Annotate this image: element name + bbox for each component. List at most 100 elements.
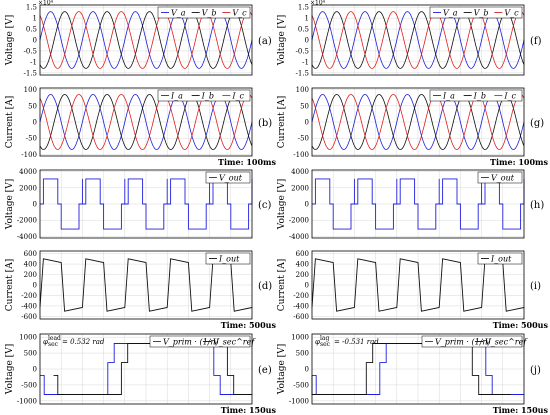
y-tick-label: -1	[302, 58, 309, 66]
y-tick-label: 0.5	[298, 26, 309, 34]
phase-symbol: φ	[43, 338, 48, 346]
series-line-primary	[312, 343, 524, 395]
y-tick-label: 1000	[19, 334, 37, 342]
legend-box	[205, 252, 251, 265]
phase-superscript: lead	[48, 335, 61, 342]
y-tick-label: 2000	[19, 184, 37, 192]
legend-box	[477, 171, 523, 184]
y-tick-label: -500	[293, 381, 309, 389]
y-tick-label: 50	[300, 102, 309, 110]
panel-tag: (c)	[258, 200, 272, 211]
legend-entry: I_a	[170, 92, 183, 101]
y-tick-label: 1.5	[298, 4, 309, 12]
series-line-Ib	[311, 94, 525, 150]
legend-entry: I_c	[503, 92, 516, 101]
y-tick-label: 4000	[291, 168, 309, 176]
panel-tag: (b)	[258, 118, 272, 129]
legend-entry: V_b	[202, 9, 217, 18]
legend-entry: I_b	[473, 92, 486, 101]
legend-entry: V_sec^ref	[213, 338, 256, 347]
y-tick-label: -600	[21, 313, 37, 321]
panel-tag: (j)	[530, 365, 541, 376]
y-axis-label: Current [A]	[277, 96, 287, 148]
y-tick-label: 0.5	[26, 26, 37, 34]
panel-tag: (g)	[530, 118, 544, 129]
y-tick-label: -1.5	[296, 69, 310, 77]
phase-superscript: lag	[320, 335, 329, 342]
y-axis-label: Voltage [V]	[5, 179, 15, 230]
y-tick-label: 0	[305, 201, 309, 209]
legend-entry: I_b	[201, 92, 214, 101]
y-tick-label: 1.5	[26, 4, 37, 12]
panel-tag: (a)	[258, 36, 272, 47]
legend-box	[157, 89, 251, 102]
y-tick-label: 1	[305, 15, 309, 23]
y-tick-label: -600	[293, 313, 309, 321]
series-line-Vout	[312, 178, 525, 230]
panel-tag: (f)	[530, 36, 542, 47]
plot-frame	[39, 87, 253, 157]
legend-entry: V_out	[219, 174, 243, 183]
series-line-secondary-ref	[311, 343, 511, 395]
y-tick-label: -0.5	[24, 47, 38, 55]
plot-frame	[39, 169, 253, 239]
panel-tag: (i)	[530, 281, 541, 292]
plot-frame	[311, 4, 525, 76]
y-axis-label: Voltage [V]	[5, 344, 15, 395]
y-tick-label: -400	[21, 302, 37, 310]
panel-tag: (h)	[530, 200, 544, 211]
y-tick-label: 200	[296, 271, 309, 279]
plot-frame	[311, 333, 525, 405]
plot-frame	[39, 4, 253, 76]
y-tick-label: 4000	[19, 168, 37, 176]
y-axis-label: Current [A]	[5, 259, 15, 311]
y-tick-label: 1000	[291, 334, 309, 342]
series-line-Vb	[311, 11, 525, 69]
time-scale-label: Time: 500us	[493, 320, 549, 330]
y-tick-label: -100	[293, 151, 309, 159]
y-axis-label: Voltage [V]	[277, 15, 287, 66]
plot-frame	[311, 169, 525, 239]
legend-box	[149, 335, 251, 348]
panel-tag: (d)	[258, 281, 272, 292]
axis-exponent: ×10⁴	[310, 0, 326, 7]
series-line-Vc	[311, 11, 525, 69]
series-line-Vout	[40, 178, 253, 230]
plot-frame	[311, 87, 525, 157]
series-line-Iout	[39, 258, 253, 312]
series-line-Ic	[39, 94, 253, 150]
time-scale-label: Time: 100ms	[490, 157, 548, 167]
y-tick-label: -2000	[289, 217, 309, 225]
y-tick-label: 50	[28, 102, 37, 110]
y-tick-label: 200	[24, 271, 37, 279]
legend-entry: V_prim · (1/n)	[163, 338, 219, 347]
series-line-Ic	[311, 94, 525, 150]
series-line-Vb	[39, 11, 253, 69]
y-tick-label: 0	[305, 282, 309, 290]
phase-value: = -0.531 rad	[334, 338, 379, 346]
phase-subscript: sec	[320, 341, 331, 348]
y-tick-label: 0	[305, 366, 309, 374]
legend-entry: V_c	[504, 9, 519, 18]
panel-tag: (e)	[258, 365, 272, 376]
legend-box	[205, 171, 251, 184]
legend-entry: I_out	[218, 255, 240, 264]
y-tick-label: -100	[21, 151, 37, 159]
legend-entry: I_c	[231, 92, 244, 101]
series-line-Vc	[39, 11, 253, 69]
y-tick-label: 0	[33, 366, 37, 374]
axis-exponent: ×10⁴	[38, 0, 54, 7]
plot-frame	[311, 250, 525, 320]
y-tick-label: -0.5	[296, 47, 310, 55]
phase-value: = 0.532 rad	[62, 338, 105, 346]
legend-entry: V_prim · (1/n)	[435, 338, 491, 347]
y-tick-label: 2000	[291, 184, 309, 192]
y-axis-label: Voltage [V]	[277, 344, 287, 395]
y-tick-label: 0	[33, 119, 37, 127]
